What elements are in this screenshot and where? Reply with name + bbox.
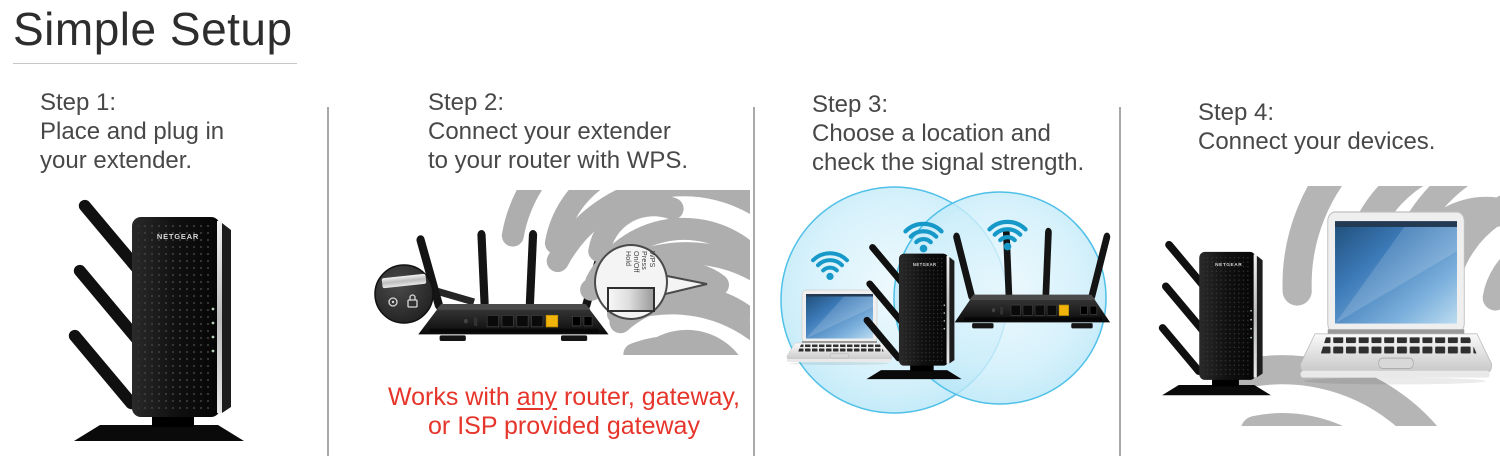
wps-button-label: WPS Press On/Off Hold [624, 251, 655, 273]
divider-step2-step3 [753, 107, 755, 456]
page-title: Simple Setup [13, 4, 297, 64]
divider-step1-step2 [327, 107, 329, 456]
wps-callout-bubble: WPS Press On/Off Hold [594, 244, 668, 320]
extender-device [66, 197, 244, 441]
step3-text: Step 3: Choose a location and check the … [812, 91, 1085, 176]
compatibility-note: Works with any router, gateway, or ISP p… [387, 383, 741, 440]
note-emphasis: any [516, 383, 558, 411]
step1-label: Step 1: [40, 89, 117, 116]
extender-device [1157, 239, 1271, 396]
coverage-illustration [780, 186, 1112, 414]
step4-text: Step 4: Connect your devices. [1198, 99, 1436, 155]
router-wps-illustration [374, 190, 750, 355]
step2-label: Step 2: [428, 89, 505, 116]
divider-step3-step4 [1119, 107, 1121, 456]
step3-label: Step 3: [812, 91, 889, 118]
step2-text: Step 2: Connect your extender to your ro… [428, 89, 689, 174]
wps-button [607, 287, 655, 312]
wps-button-detail-icon [374, 264, 434, 324]
step1-text: Step 1: Place and plug in your extender. [40, 89, 225, 174]
connect-devices-illustration [1157, 186, 1500, 426]
laptop-device [1299, 211, 1493, 386]
step4-label: Step 4: [1198, 99, 1275, 126]
extender-illustration [66, 197, 244, 441]
